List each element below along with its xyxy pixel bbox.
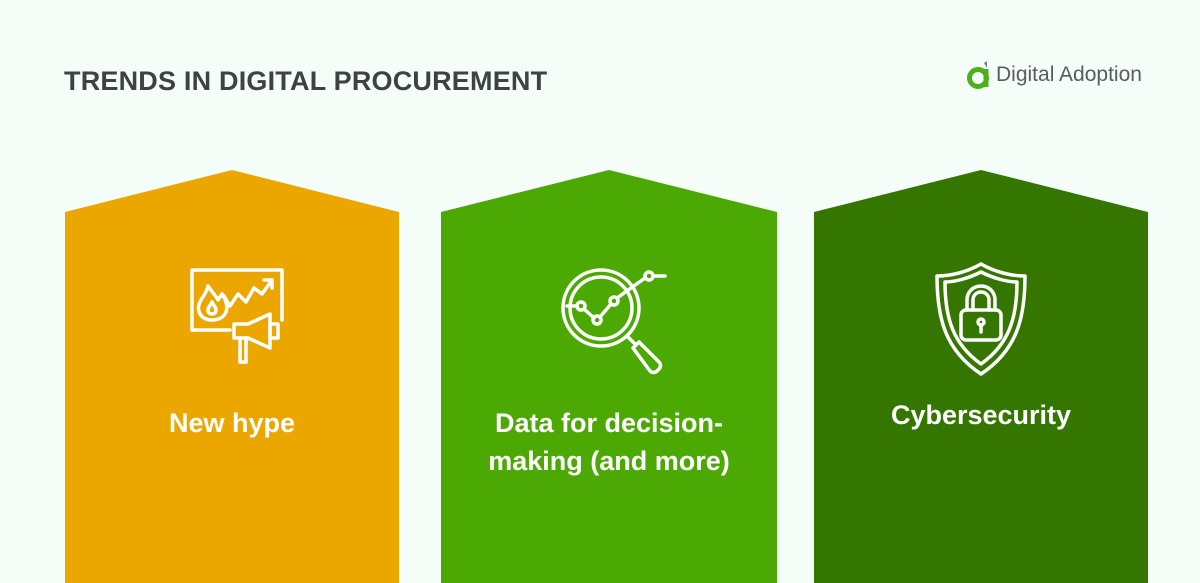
card-label: Cybersecurity bbox=[890, 400, 1072, 430]
card-label-line-2: making (and more) bbox=[488, 446, 730, 476]
card-cybersecurity: Cybersecurity bbox=[814, 170, 1148, 583]
card-background-shape bbox=[65, 170, 399, 583]
shield-lock-icon bbox=[935, 262, 1027, 376]
trending-fire-megaphone-icon bbox=[190, 268, 284, 364]
card-data-decision-making: Data for decision- making (and more) bbox=[441, 170, 777, 583]
card-label: New hype bbox=[168, 408, 296, 438]
card-background-shape bbox=[814, 170, 1148, 583]
card-label: Data for decision- making (and more) bbox=[441, 404, 777, 480]
brand-logo: Digital Adoption bbox=[966, 60, 1142, 90]
digital-adoption-logo-icon bbox=[967, 61, 989, 89]
logo-text: Digital Adoption bbox=[996, 63, 1142, 86]
card-new-hype: New hype bbox=[65, 170, 399, 583]
card-label-line-1: Data for decision- bbox=[494, 408, 724, 438]
page-title: TRENDS IN DIGITAL PROCUREMENT bbox=[64, 66, 548, 96]
magnifier-chart-icon bbox=[561, 268, 667, 375]
card-background-shape bbox=[441, 170, 777, 583]
